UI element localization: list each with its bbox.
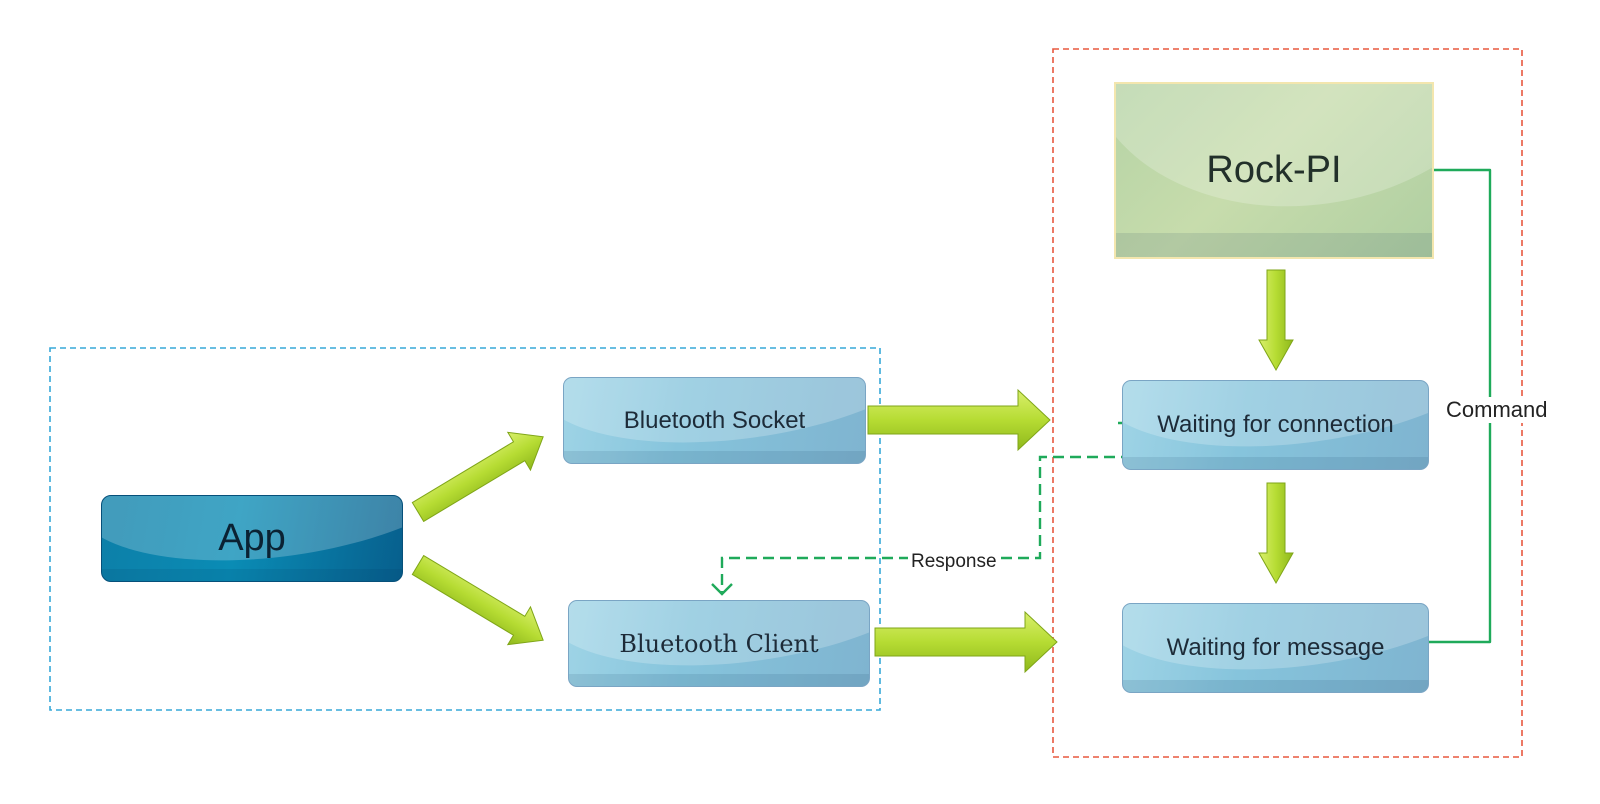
flow-arrow-client-to-pi: [874, 610, 1058, 674]
waiting-for-message-label: Waiting for message: [1166, 634, 1385, 661]
waiting-for-connection-node[interactable]: Waiting for connection: [1122, 380, 1429, 470]
waiting-for-connection-label: Waiting for connection: [1157, 411, 1394, 438]
bluetooth-client-node[interactable]: Bluetooth Client: [568, 600, 870, 687]
bluetooth-client-label: Bluetooth Client: [619, 629, 819, 658]
response-edge-label: Response: [908, 551, 1000, 573]
command-edge-label: Command: [1443, 397, 1551, 423]
flow-arrow-socket-to-pi: [867, 388, 1051, 452]
flow-arrow-connection-to-message: [1258, 482, 1294, 585]
app-label: App: [218, 517, 286, 559]
rockpi-node[interactable]: Rock-PI: [1114, 82, 1434, 259]
bluetooth-socket-node[interactable]: Bluetooth Socket: [563, 377, 866, 464]
response-arrowhead: [711, 583, 733, 596]
flow-arrow-app-to-client: [411, 554, 544, 646]
bluetooth-socket-label: Bluetooth Socket: [623, 406, 806, 434]
waiting-for-message-node[interactable]: Waiting for message: [1122, 603, 1429, 693]
rockpi-label: Rock-PI: [1206, 149, 1342, 191]
flow-arrow-rockpi-to-connection: [1258, 269, 1294, 372]
flow-arrow-app-to-socket: [411, 431, 544, 523]
app-node[interactable]: App: [101, 495, 403, 582]
app-group-boundary: [49, 347, 881, 711]
